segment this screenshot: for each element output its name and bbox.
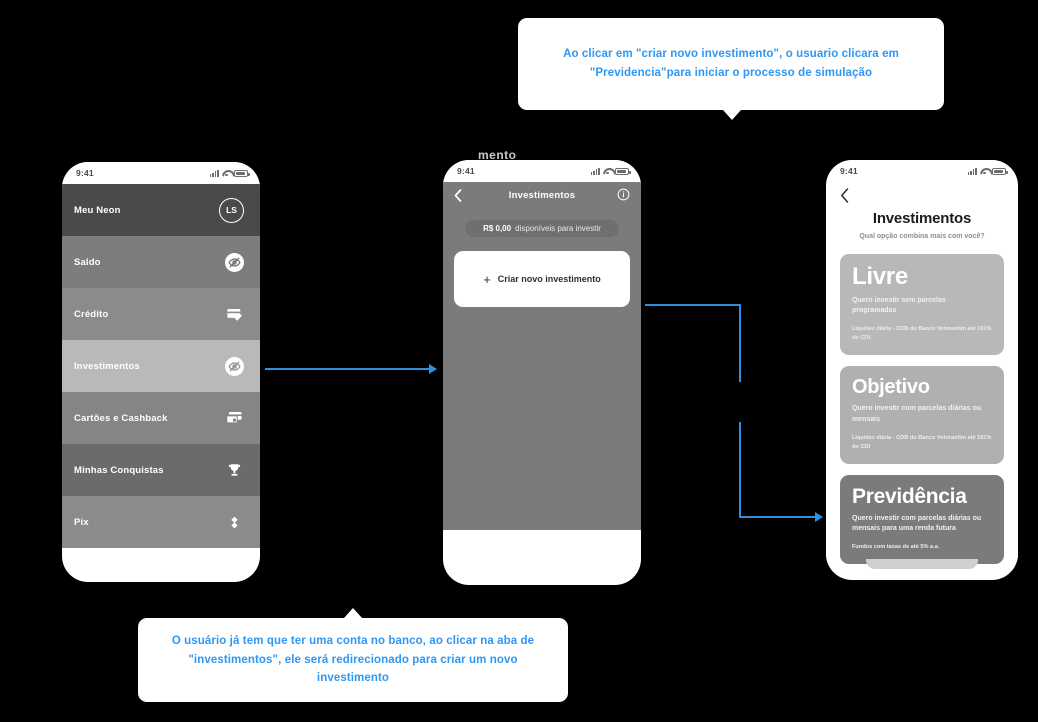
connector-seg-h1 <box>645 304 741 306</box>
pix-icon[interactable] <box>225 513 244 532</box>
info-icon[interactable] <box>617 188 630 206</box>
callout-top-text: Ao clicar em "criar novo investimento", … <box>563 45 899 83</box>
cards-icon[interactable] <box>225 409 244 428</box>
signal-icon <box>967 167 977 175</box>
connector-seg-v1 <box>739 304 741 382</box>
menu-item-label: Investimentos <box>74 360 140 372</box>
callout-bottom-line1: O usuário já tem que ter uma conta no ba… <box>171 634 535 647</box>
status-icons <box>209 162 250 184</box>
callout-bottom-tail <box>344 608 362 618</box>
menu-item-label: Cartões e Cashback <box>74 412 168 424</box>
connector-seg-h2 <box>739 516 817 518</box>
connector-menu-to-investments <box>265 368 431 370</box>
callout-top-line1: Ao clicar em "criar novo investimento", … <box>563 48 899 61</box>
eye-off-icon[interactable] <box>225 252 244 272</box>
menu-item-pix[interactable]: Pix <box>62 496 260 548</box>
connector-seg-v2 <box>739 422 741 518</box>
menu-item-minhas-conquistas[interactable]: Minhas Conquistas <box>62 444 260 496</box>
status-time: 9:41 <box>840 166 858 176</box>
phone-menu: 9:41 Meu Neon LS Saldo <box>62 162 260 582</box>
menu-list: Meu Neon LS Saldo Crédito <box>62 184 260 548</box>
chevron-left-icon[interactable] <box>840 188 1004 208</box>
menu-item-cartoes-e-cashback[interactable]: Cartões e Cashback <box>62 392 260 444</box>
status-bar: 9:41 <box>443 160 641 182</box>
option-card-next-peek <box>866 559 978 570</box>
callout-bottom-text: O usuário já tem que ter uma conta no ba… <box>164 632 542 689</box>
connector-arrow-to-investments <box>429 364 437 374</box>
page-title: Investimentos <box>872 210 972 227</box>
callout-top-tail <box>723 110 741 120</box>
menu-item-label: Saldo <box>74 256 101 268</box>
battery-icon <box>234 169 250 177</box>
menu-item-label: Crédito <box>74 308 109 320</box>
menu-item-label: Meu Neon <box>74 204 121 216</box>
phone-investment-options: 9:41 Investimentos Qual opção combina ma… <box>826 160 1018 580</box>
menu-item-label: Pix <box>74 516 89 528</box>
page-title: Investimentos <box>508 189 576 201</box>
create-investment-button[interactable]: + Criar novo investimento <box>454 251 630 307</box>
investments-screen: Investimentos R$ 0,00 disponíveis para i… <box>443 182 641 530</box>
chevron-left-icon[interactable] <box>454 189 462 207</box>
menu-item-meu-neon[interactable]: Meu Neon LS <box>62 184 260 236</box>
callout-bottom-line2: "investimentos", ele será redirecionado … <box>188 653 518 685</box>
option-description: Quero investir com parcelas diárias ou m… <box>852 514 982 533</box>
option-title: Livre <box>852 262 908 290</box>
phone-investments: 9:41 Investimentos R$ 0,00 <box>443 160 641 585</box>
artifact-text: mento <box>478 148 517 162</box>
option-note: Fundos com taxas de até 5% a.a. <box>852 544 940 551</box>
balance-pill: R$ 0,00 disponíveis para investir <box>465 220 619 237</box>
menu-item-label: Minhas Conquistas <box>74 464 164 476</box>
menu-item-credito[interactable]: Crédito <box>62 288 260 340</box>
callout-top: Ao clicar em "criar novo investimento", … <box>518 18 944 120</box>
wifi-icon <box>222 170 231 177</box>
status-icons <box>967 160 1008 182</box>
eye-off-icon[interactable] <box>225 356 244 376</box>
status-bar: 9:41 <box>826 160 1018 182</box>
callout-bottom: O usuário já tem que ter uma conta no ba… <box>138 608 568 702</box>
wifi-icon <box>603 168 612 175</box>
trophy-icon[interactable] <box>225 461 244 480</box>
options-screen: Investimentos Qual opção combina mais co… <box>826 188 1018 570</box>
page-subtitle: Qual opção combina mais com você? <box>859 233 985 240</box>
option-card-previdencia[interactable]: Previdência Quero investir com parcelas … <box>840 474 1004 570</box>
option-card-objetivo[interactable]: Objetivo Quero investir com parcelas diá… <box>840 366 1004 464</box>
option-title: Objetivo <box>852 376 930 399</box>
signal-icon <box>590 167 600 175</box>
status-bar: 9:41 <box>62 162 260 184</box>
status-icons <box>590 160 631 182</box>
option-title: Previdência <box>852 484 967 508</box>
status-time: 9:41 <box>457 166 475 176</box>
signal-icon <box>209 169 219 177</box>
option-note: Liquidez diária - CDB do Banco Votoranti… <box>852 434 992 450</box>
option-note: Liquidez diária - CDB do Banco Votoranti… <box>852 326 992 342</box>
create-investment-label: Criar novo investimento <box>497 274 601 284</box>
menu-item-saldo[interactable]: Saldo <box>62 236 260 288</box>
menu-item-investimentos[interactable]: Investimentos <box>62 340 260 392</box>
card-check-icon[interactable] <box>225 305 244 324</box>
option-description: Quero investir com parcelas diárias ou m… <box>852 405 982 423</box>
plus-icon: + <box>483 271 491 287</box>
option-description: Quero investir sem parcelas programadas <box>852 296 946 315</box>
connector-arrow-to-previdencia <box>815 512 823 522</box>
balance-suffix: disponíveis para investir <box>515 224 601 233</box>
battery-icon <box>992 167 1008 175</box>
callout-top-line2: "Previdencia"para iniciar o processo de … <box>589 67 873 79</box>
option-card-livre[interactable]: Livre Quero investir sem parcelas progra… <box>840 253 1004 356</box>
balance-amount: R$ 0,00 <box>483 224 512 233</box>
wifi-icon <box>980 168 989 175</box>
top-bar: Investimentos <box>443 182 641 208</box>
status-time: 9:41 <box>76 168 94 178</box>
battery-icon <box>615 167 631 175</box>
avatar[interactable]: LS <box>219 197 244 223</box>
